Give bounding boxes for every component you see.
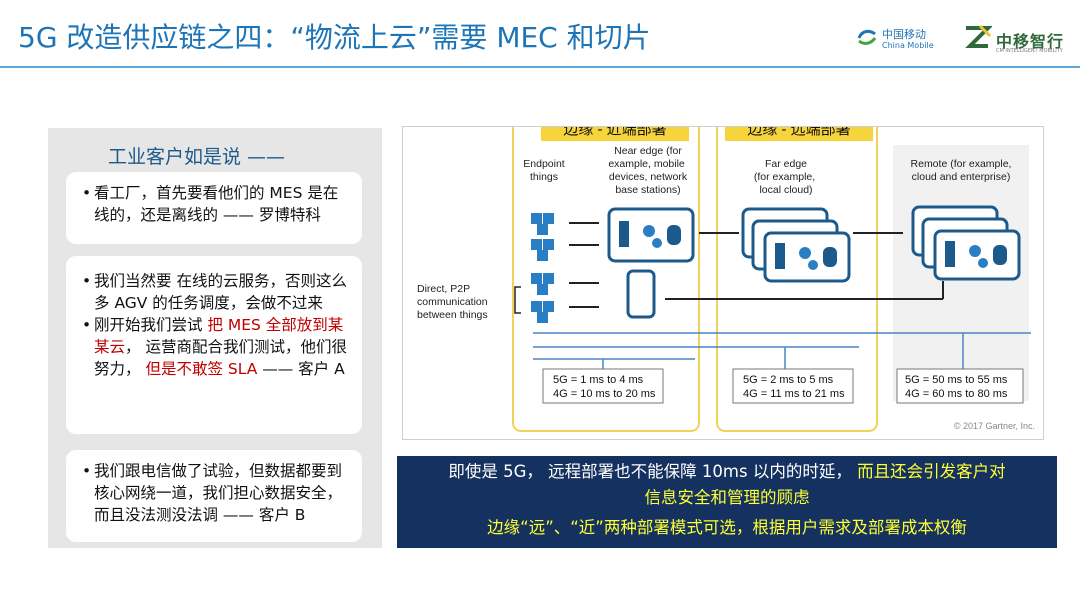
zy-mark-icon (965, 24, 992, 48)
zy-cn: 中移智行 (996, 32, 1065, 51)
slide-title: 5G 改造供应链之四：“物流上云”需要 MEC 和切片 (18, 21, 651, 54)
far-label: 边缘 - 远端部署 (747, 127, 850, 138)
zy-logo: 中移智行 CM INTELLIGENT MOBILITY (962, 22, 1074, 58)
remote-heading: Remote (for example,cloud and enterprise… (911, 158, 1012, 183)
remote-server-stack-icon (911, 205, 1021, 281)
quote-2a: • 我们当然要 在线的云服务，否则这么多 AGV 的任务调度，会做不过来 (82, 272, 347, 312)
copyright: © 2017 Gartner, Inc. (954, 421, 1035, 431)
banner-line-3: 边缘“远”、“近”两种部署模式可选，根据用户需求及部署成本权衡 (487, 518, 967, 537)
near-label-bg (541, 127, 689, 141)
china-mobile-logo: 中国移动 China Mobile (856, 22, 948, 58)
quote-card-2: • 我们当然要 在线的云服务，否则这么多 AGV 的任务调度，会做不过来 • 刚… (66, 256, 362, 434)
latency-reach-lines (533, 332, 1031, 369)
far-server-stack-icon (741, 207, 851, 283)
near-region-frame (512, 127, 700, 432)
quote-card-1: •看工厂，首先要看他们的 MES 是在线的，还是离线的 —— 罗博特科 (66, 172, 362, 244)
title-divider (0, 66, 1080, 68)
near-server-icon (607, 207, 695, 263)
china-mobile-icon (857, 29, 877, 45)
endpoint-near-arrows (569, 222, 599, 308)
quote-3: • 我们跟电信做了试验，但数据都要到核心网绕一道，我们担心数据安全，而且没法测没… (82, 462, 343, 524)
near-label: 边缘 - 近端部署 (563, 127, 666, 138)
conclusion-banner: 即使是 5G， 远程部署也不能保障 10ms 以内的时延， 而且还会引发客户对 … (397, 456, 1057, 548)
customer-quotes-panel: 工业客户如是说 —— •看工厂，首先要看他们的 MES 是在线的，还是离线的 —… (48, 128, 382, 548)
phone-icon (626, 269, 656, 319)
endpoint-cubes-icon (531, 213, 554, 323)
zy-en: CM INTELLIGENT MOBILITY (996, 48, 1063, 54)
far-region-frame (716, 127, 878, 432)
quote-1: •看工厂，首先要看他们的 MES 是在线的，还是离线的 —— 罗博特科 (82, 184, 339, 224)
far-label-bg (725, 127, 873, 141)
banner-line-2: 信息安全和管理的顾虑 (644, 488, 810, 507)
banner-line-1: 即使是 5G， 远程部署也不能保障 10ms 以内的时延， 而且还会引发客户对 (448, 462, 1006, 481)
p2p-bracket (514, 286, 521, 314)
quote-2b: • 刚开始我们尝试 把 MES 全部放到某某云， 运营商配合我们测试，他们很努力… (82, 316, 347, 378)
panel-heading: 工业客户如是说 —— (108, 146, 286, 168)
china-mobile-cn: 中国移动 (882, 28, 926, 41)
china-mobile-en: China Mobile (882, 41, 934, 50)
far-edge-heading: Far edge(for example, local cloud) (754, 158, 818, 196)
quote-card-3: • 我们跟电信做了试验，但数据都要到核心网绕一道，我们担心数据安全，而且没法测没… (66, 450, 362, 542)
